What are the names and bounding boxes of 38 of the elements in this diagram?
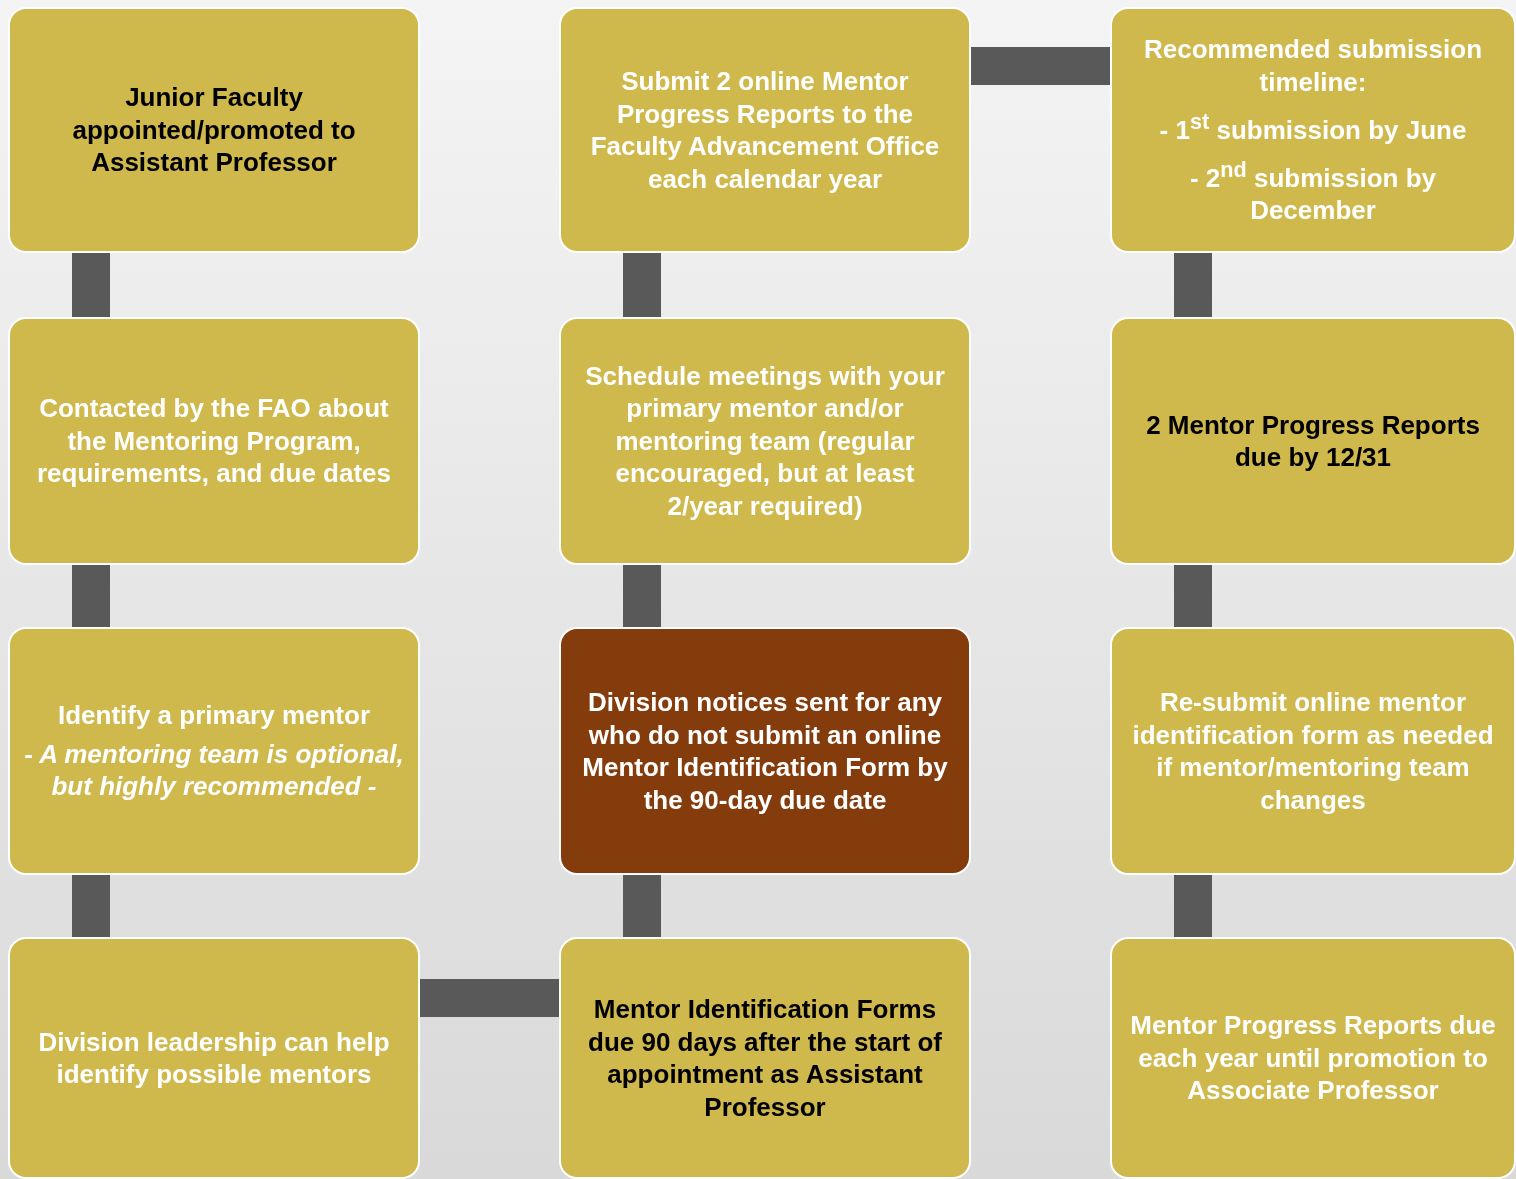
process-box <box>1110 7 1516 253</box>
connector-bar <box>72 875 110 937</box>
connector-bar <box>623 565 661 627</box>
box-text: Division leadership can help identify possible mentors <box>37 1025 391 1091</box>
connector-bar <box>72 253 110 317</box>
process-box <box>559 7 971 253</box>
list-item: - 2$^{nd}$ submission by December <box>1188 156 1438 227</box>
connector-bar <box>623 253 661 317</box>
box-text: Identify a primary mentor <box>57 699 371 732</box>
box-text: 2 Mentor Progress Reports due by 12/31 <box>1145 408 1481 474</box>
process-box <box>1110 627 1516 875</box>
note-text: - A mentoring team is optional, but highly recommended - <box>24 737 404 803</box>
process-box <box>8 7 420 253</box>
box-text: Submit 2 online Mentor Progress Reports to the Faculty Advancement Office each calendar year <box>589 65 941 195</box>
process-box <box>1110 317 1516 565</box>
process-box <box>559 937 971 1179</box>
alert-box <box>559 627 971 875</box>
connector-bar <box>971 47 1110 85</box>
box-text: Schedule meetings with your primary mentor and/or mentoring team (regular encouraged, but at least 2/year required) <box>584 359 946 523</box>
process-box <box>559 317 971 565</box>
box-text: Mentor Progress Reports due each year until promotion to Associate Professor <box>1129 1009 1497 1107</box>
process-box <box>8 317 420 565</box>
box-text: Re-submit online mentor identification form as needed if mentor/mentoring team changes <box>1131 686 1495 816</box>
connector-bar <box>72 565 110 627</box>
connector-bar <box>1174 875 1212 937</box>
connector-bar <box>1174 253 1212 317</box>
process-box <box>8 627 420 875</box>
process-box <box>1110 937 1516 1179</box>
list-item: - 1$^{st}$ submission by June <box>1159 108 1467 147</box>
box-text: Division notices sent for any who do not submit an online Mentor Identification Form by the 90-day due date <box>581 686 949 816</box>
box-text: Recommended submission timeline: <box>1142 33 1484 99</box>
process-box <box>8 937 420 1179</box>
box-text: Junior Faculty appointed/promoted to Assistant Professor <box>71 81 357 179</box>
connector-bar <box>420 979 559 1017</box>
connector-bar <box>623 875 661 937</box>
connector-bar <box>1174 565 1212 627</box>
box-text: Contacted by the FAO about the Mentoring Program, requirements, and due dates <box>36 392 392 490</box>
box-text: Mentor Identification Forms due 90 days after the start of appointment as Assistant Professor <box>587 993 943 1123</box>
